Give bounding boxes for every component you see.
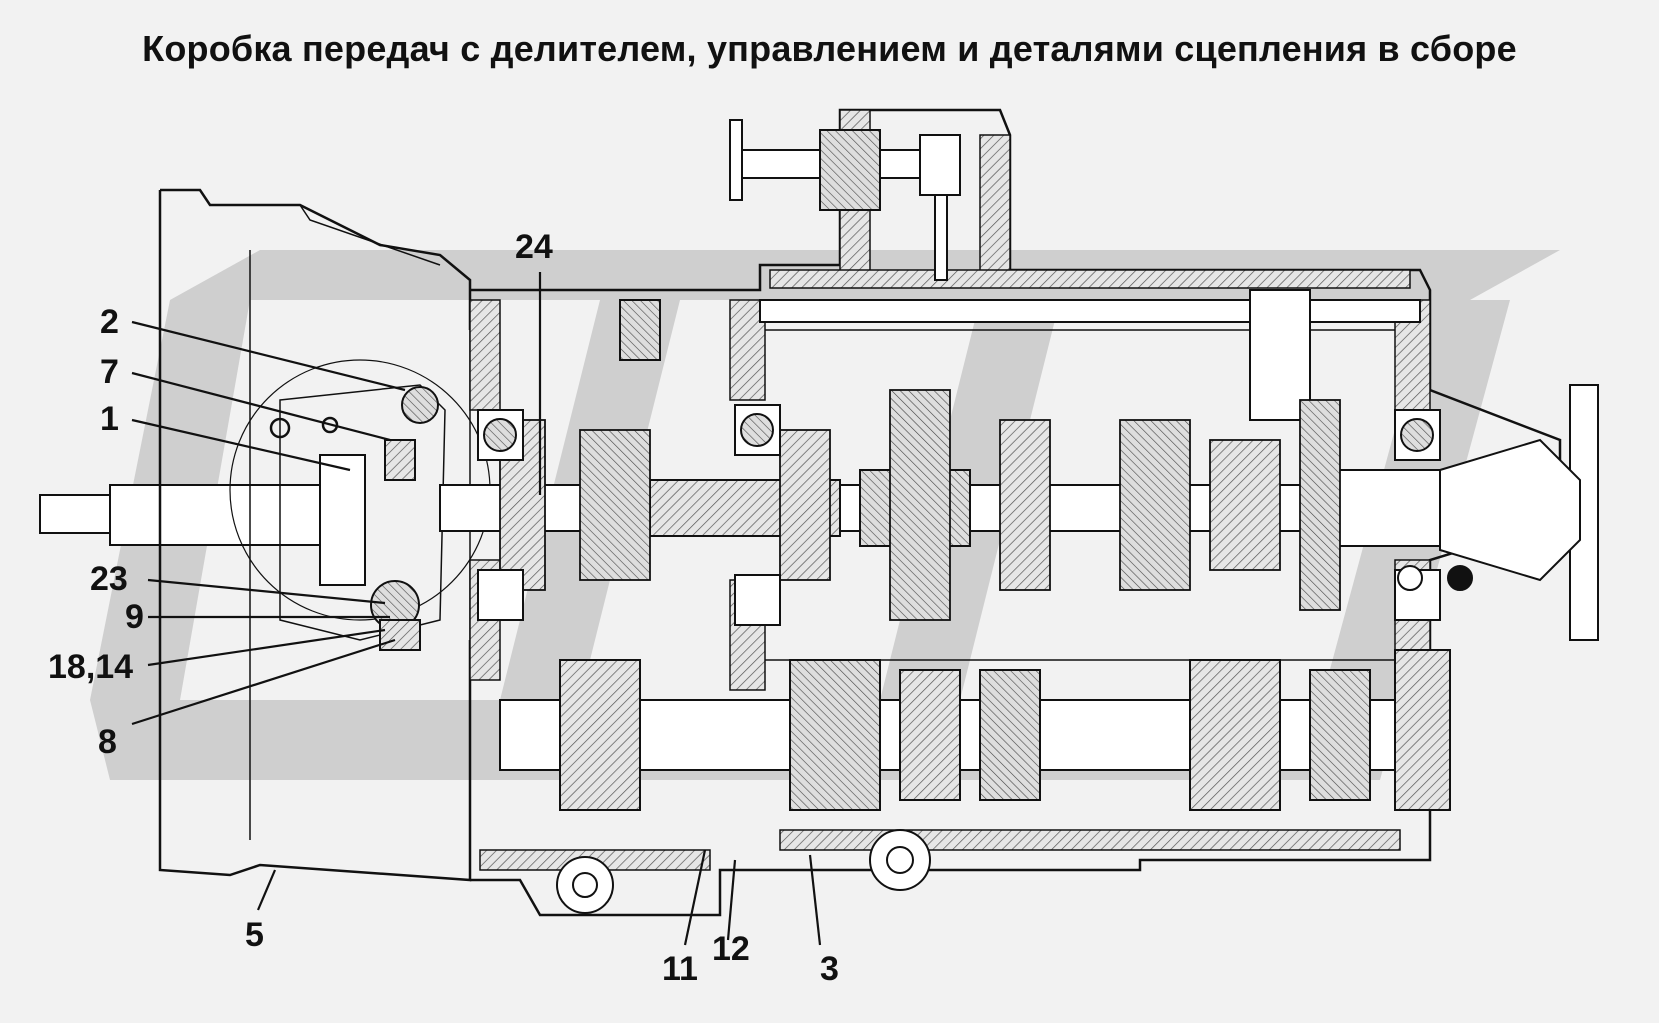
callout-11: 11 bbox=[662, 950, 698, 988]
callout-23: 23 bbox=[90, 560, 128, 598]
callout-1: 1 bbox=[100, 400, 119, 438]
drain-plugs bbox=[556, 829, 931, 914]
leader-lines bbox=[131, 272, 822, 946]
diagram-title: Коробка передач с делителем, управлением… bbox=[142, 28, 1517, 69]
output-flange bbox=[1397, 438, 1581, 591]
callout-9: 9 bbox=[125, 598, 144, 636]
callout-5: 5 bbox=[245, 916, 264, 954]
input-shaft bbox=[39, 454, 366, 586]
release-fork bbox=[370, 386, 439, 651]
callout-3: 3 bbox=[820, 950, 839, 988]
countershaft bbox=[499, 649, 1451, 811]
shift-control bbox=[619, 119, 1421, 421]
callout-2: 2 bbox=[100, 303, 119, 341]
callout-18-14: 18,14 bbox=[48, 648, 134, 686]
callout-12: 12 bbox=[712, 930, 750, 968]
callout-7: 7 bbox=[100, 353, 119, 391]
callout-24: 24 bbox=[515, 228, 553, 266]
callout-8: 8 bbox=[98, 723, 117, 761]
